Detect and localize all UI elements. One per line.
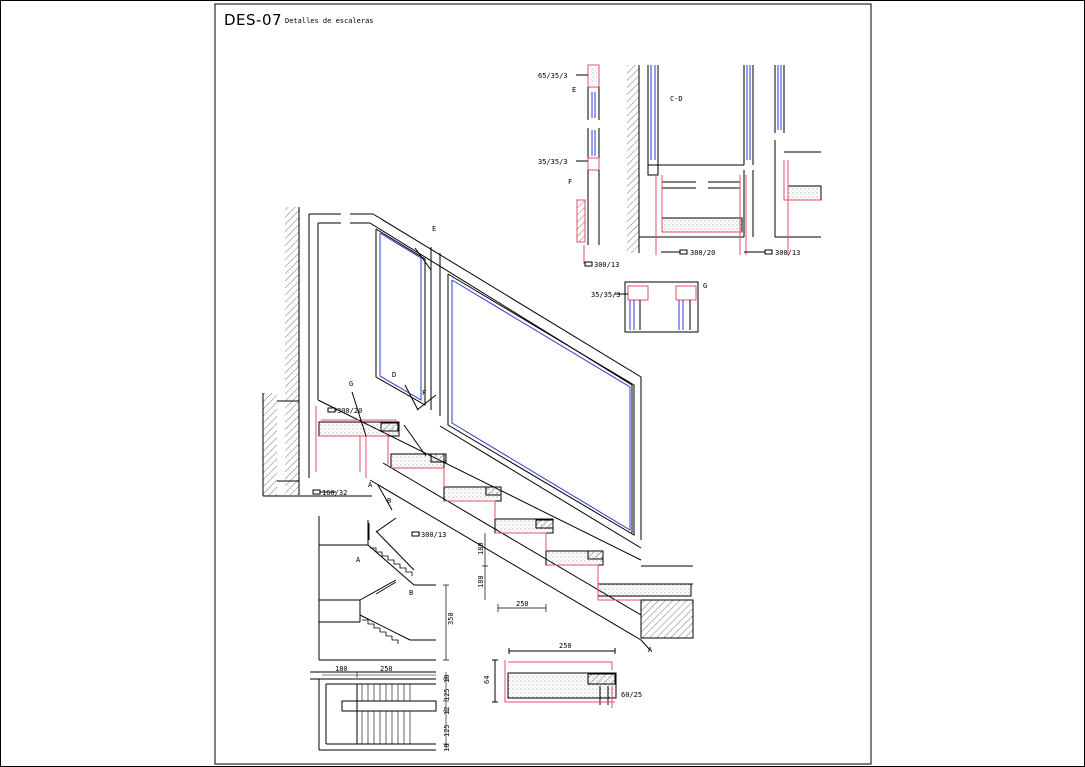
dim-step-thickness: 64: [483, 676, 491, 684]
dim-plan-250: 250: [380, 665, 393, 673]
dim-riser-1: 180: [477, 542, 485, 555]
dimension-lines-main: [482, 533, 547, 612]
label-b-main: B: [387, 497, 391, 505]
label-b-small: B: [409, 589, 413, 597]
label-a-landing: A: [368, 481, 373, 489]
label-g-detail: G: [703, 282, 707, 290]
callout-300-13-right: 300/13: [775, 249, 800, 257]
dim-height-small-line: [443, 584, 449, 661]
dim-plan-125-a: 125: [443, 688, 451, 701]
dim-plan-180: 180: [335, 665, 348, 673]
stair-plan: [310, 671, 437, 751]
tread-detail-steel: [504, 660, 615, 708]
dim-plan-10-a: 10: [443, 675, 451, 683]
wall-hatch-left: [285, 207, 299, 495]
label-f-top: F: [568, 178, 572, 186]
dim-plan-10-b: 10: [443, 744, 451, 752]
sheet-code: DES-07: [224, 11, 283, 29]
main-railing-elevation: [262, 207, 694, 651]
label-e-main: E: [432, 225, 436, 233]
steel-plates-cd: [655, 160, 821, 255]
stair-plan-treads: [361, 684, 411, 744]
drawing-sheet-frame: [214, 3, 872, 765]
label-a-small: A: [356, 556, 361, 564]
label-d-main: D: [392, 371, 396, 379]
callout-300-20-top: 300/20: [690, 249, 715, 257]
section-e-f-detail: [576, 64, 600, 267]
label-cd: C-D: [670, 95, 683, 103]
label-a-stairbase: A: [648, 646, 653, 654]
dim-tread-detail: 250: [559, 642, 572, 650]
label-e-top: E: [572, 86, 576, 94]
tread-detail: [492, 648, 617, 705]
callout-60-25: 60/25: [621, 691, 642, 699]
label-f-main: F: [422, 389, 426, 397]
label-g-main: G: [349, 380, 353, 388]
section-cuts-main: [351, 247, 437, 511]
callout-160-32: 160/32: [322, 489, 347, 497]
wall-hatch-lower: [263, 393, 277, 496]
glass-edge-right: [451, 279, 631, 531]
sheet-title: Detalles de escaleras: [285, 17, 374, 25]
callout-300-20-mid: 300/20: [337, 407, 362, 415]
callout-tube-top: 65/35/3: [538, 72, 568, 80]
section-g-detail: [615, 281, 699, 333]
callout-markers-cd: [661, 249, 773, 255]
dim-plan-125-b: 125: [443, 724, 451, 737]
steel-plates-main: [315, 406, 641, 601]
callout-tube-g: 35/35/3: [591, 291, 621, 299]
dim-tread-main: 250: [516, 600, 529, 608]
dim-height-small: 350: [447, 612, 455, 625]
stair-section-small-steps: [362, 547, 413, 644]
glass-edge-left: [379, 232, 422, 401]
callout-300-13-stair: 300/13: [421, 531, 446, 539]
callout-tube-mid: 35/35/3: [538, 158, 568, 166]
callout-300-13-top: 300/13: [594, 261, 619, 269]
dim-riser-2: 180: [477, 575, 485, 588]
stair-section-small: [318, 516, 436, 661]
callout-markers-main: [312, 407, 420, 537]
stair-plan-dims: [322, 672, 449, 750]
dim-plan-12: 12: [443, 707, 451, 715]
